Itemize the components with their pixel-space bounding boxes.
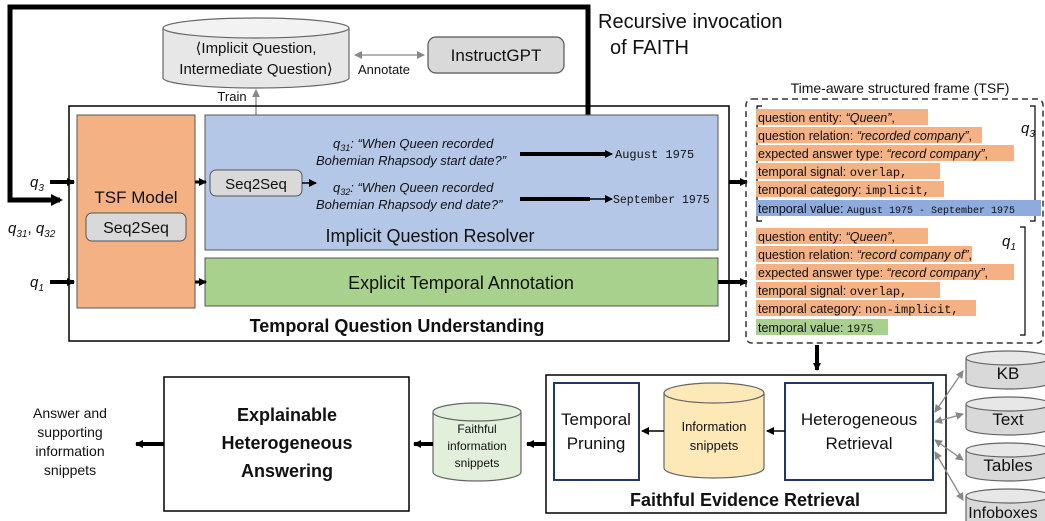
output-line2: supporting [37,424,102,440]
input-q31-q32: q31, q32 [8,220,56,240]
annotate-label: Annotate [358,62,410,77]
db-label-2: Intermediate Question⟩ [179,61,332,78]
tsf1-row-category: temporal category: implicit, [758,183,930,198]
tsf-seq2seq-box [85,212,187,242]
tsf1-row-answer-type: expected answer type: “record company”, [758,147,988,161]
input-q3: q3 [30,174,44,194]
output-line1: Answer and [33,405,107,421]
recursive-label-2: of FAITH [610,37,689,59]
source-text: Text [965,396,1045,436]
tsf-frame-q3: q3 question entity: “Queen”, question re… [756,105,1041,222]
faithful-line1: Faithful [457,422,496,436]
tsf-seq2seq-label: Seq2Seq [103,220,169,237]
tsf2-row-entity: question entity: “Queen”, [758,230,895,244]
source-text-label: Text [992,410,1023,429]
answering-line1: Explainable [237,405,337,425]
q31-question-1: q31: “When Queen recorded [333,136,494,153]
db-label-1: ⟨Implicit Question, [196,40,317,57]
source-tables-label: Tables [983,456,1032,475]
pruning-line1: Temporal [561,410,631,429]
info-snippets-line1: Information [681,419,746,434]
source-infoboxes-label: Infoboxes [968,505,1037,521]
kb-link [934,370,964,413]
tsf2-row-relation: question relation: “record company of”, [758,248,972,262]
answering-box [163,376,410,512]
tsf-frame-box [745,98,1044,344]
tsf2-row-category: temporal category: non-implicit, [758,302,959,317]
tsf-frame-q1: q1 question entity: “Queen”, question re… [756,226,1026,336]
instructgpt-label: InstructGPT [451,46,542,65]
infoboxes-link [934,451,964,501]
resolver-seq2seq-label: Seq2Seq [225,176,287,193]
hetero-retrieval-box [784,382,934,481]
question-database: ⟨Implicit Question, Intermediate Questio… [162,17,350,89]
tsf1-row-value: temporal value: August 1975 - September … [758,202,1015,217]
info-snippets-db: Information snippets [663,382,765,479]
source-kb-label: KB [997,364,1020,383]
tsf2-row-value: temporal value: 1975 [758,321,873,336]
q31-question-2: Bohemian Rhapsody start date?” [316,153,507,168]
tsf-model-title: TSF Model [94,188,177,207]
hetero-retrieval-line1: Heterogeneous [801,410,917,429]
instructgpt-box [427,36,565,74]
source-infoboxes: Infoboxes [965,488,1045,521]
tsf-model-box [76,114,196,309]
answering-line2: Heterogeneous [221,433,352,453]
train-label: Train [217,89,246,104]
tsf2-tag: q1 [1002,233,1016,253]
recursive-label-1: Recursive invocation [598,11,783,33]
tsf1-row-entity: question entity: “Queen”, [758,111,895,125]
hetero-retrieval-line2: Retrieval [825,434,892,453]
output-line3: information [35,443,104,459]
text-link [934,412,964,424]
answering-line3: Answering [241,461,333,481]
resolver-title: Implicit Question Resolver [325,226,534,246]
faithful-line3: snippets [455,456,500,470]
tsf2-row-answer-type: expected answer type: “record company”, [758,266,988,280]
answer-august: August 1975 [615,148,694,162]
tqu-box [68,105,730,342]
answer-september: September 1975 [613,194,710,207]
explicit-title: Explicit Temporal Annotation [348,273,574,293]
tsf-frame-title: Time-aware structured frame (TSF) [791,80,1010,96]
faithful-snippets-db: Faithful information snippets [432,402,522,482]
output-line4: snippets [44,462,96,478]
pruning-line2: Pruning [567,434,626,453]
tables-link [934,439,964,461]
tsf1-row-signal: temporal signal: overlap, [758,165,907,180]
q32-question-1: q32: “When Queen recorded [333,180,494,197]
retrieval-title: Faithful Evidence Retrieval [630,490,860,510]
q32-question-2: Bohemian Rhapsody end date?” [316,197,503,212]
tsf1-row-relation: question relation: “recorded company”, [758,129,972,143]
source-kb: KB [965,350,1045,390]
faithful-line2: information [447,439,506,453]
tqu-title: Temporal Question Understanding [250,316,545,336]
tsf2-row-signal: temporal signal: overlap, [758,284,907,299]
input-q1: q1 [30,274,44,294]
tsf1-tag: q3 [1021,120,1035,140]
temporal-pruning-box [553,382,640,481]
info-snippets-line2: snippets [690,438,739,453]
source-tables: Tables [965,442,1045,482]
